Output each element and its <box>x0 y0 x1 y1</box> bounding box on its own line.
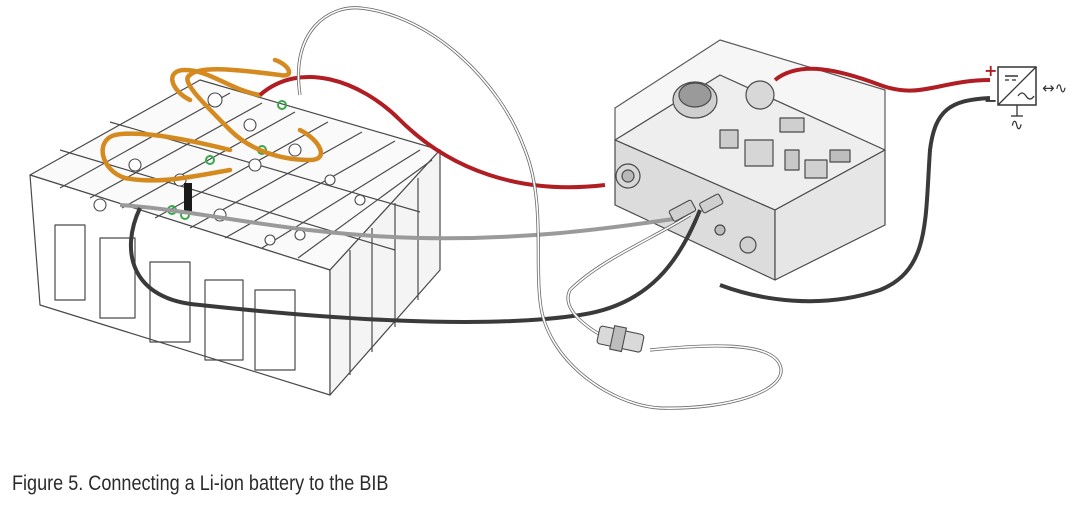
orange-balance-cables <box>100 57 323 183</box>
li-ion-battery-pack <box>29 79 441 396</box>
minus-sign: − <box>984 91 997 110</box>
figure-caption: Figure 5. Connecting a Li-ion battery to… <box>12 472 389 495</box>
bib-unit <box>614 39 886 281</box>
inline-connector <box>596 324 645 353</box>
black-fuse <box>184 183 192 213</box>
ac-output-icon: ↔∿ <box>1042 79 1067 97</box>
negative-cable-battery <box>128 207 702 324</box>
data-cable-branch <box>566 213 691 342</box>
converter-symbol: + − ↔∿ ∿ <box>984 61 1067 134</box>
negative-cable-converter <box>719 96 991 304</box>
positive-cable-converter <box>773 66 991 93</box>
bib-connectors <box>668 193 724 222</box>
ac-input-icon: ∿ <box>1010 115 1023 134</box>
grey-cable-battery <box>119 203 681 241</box>
data-cable-inner <box>297 7 782 409</box>
wiring-diagram: + − ↔∿ ∿ <box>29 6 1067 410</box>
data-cable-branch-inner <box>567 214 691 341</box>
plus-sign: + <box>984 61 997 80</box>
